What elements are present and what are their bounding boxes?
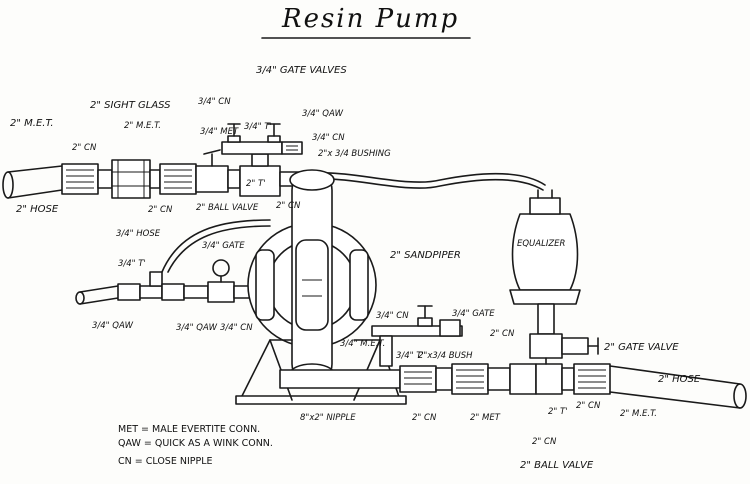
- tee-2-low: [535, 363, 563, 395]
- cn-2-mid: [487, 367, 511, 391]
- cn-34-left: [183, 285, 209, 299]
- label-nipple-8x2: 8"x2" NIPPLE: [300, 413, 356, 423]
- label-hose-2-right: 2" HOSE: [658, 374, 701, 385]
- label-cn-2-low3: 2" CN: [532, 437, 557, 447]
- label-equalizer: EQUALIZER: [517, 239, 566, 249]
- tee-34-left: [139, 285, 163, 299]
- label-t-34-left: 3/4" T': [118, 259, 146, 269]
- cn-nipple-3: [227, 169, 241, 189]
- label-qaw-34-a: 3/4" QAW: [92, 321, 134, 331]
- label-cn-2-low2: 2" CN: [576, 401, 601, 411]
- diagram-title: Resin Pump: [281, 4, 459, 34]
- cn-nipple-2: [149, 169, 161, 189]
- gate-valve-34-left[interactable]: [207, 259, 235, 303]
- label-met-34: 3/4" MET: [200, 127, 239, 137]
- left-2in-hose: [2, 165, 63, 199]
- label-met-34-low: 3/4" M.E.T.: [340, 339, 385, 349]
- legend-qaw: QAW = QUICK AS A WINK CONN.: [118, 438, 273, 449]
- label-bushing-low: 2"x3/4 BUSH: [418, 351, 473, 361]
- label-bushing-2x34: 2"x 3/4 BUSHING: [318, 149, 391, 159]
- label-ball-valve-2-low: 2" BALL VALVE: [520, 460, 594, 471]
- label-cn-2-a: 2" CN: [72, 143, 97, 153]
- legend-cn: CN = CLOSE NIPPLE: [118, 456, 213, 467]
- label-cn-34-right: 3/4" CN: [312, 133, 345, 143]
- sandpiper-pump: [247, 169, 377, 385]
- met-2-low: [451, 363, 489, 395]
- label-gate-34-left: 3/4" GATE: [202, 241, 245, 251]
- label-sight-glass: 2" SIGHT GLASS: [90, 100, 171, 111]
- tee-34-riser: [149, 271, 163, 287]
- label-hose-2-left: 2" HOSE: [16, 204, 59, 215]
- tee-equalizer: [529, 333, 563, 359]
- label-hose-34: 3/4" HOSE: [116, 229, 161, 239]
- tee-2in-top: [239, 153, 281, 197]
- ball-valve-2-low[interactable]: [509, 363, 537, 395]
- cn-2-end: [561, 367, 575, 391]
- met-coupling-low: [399, 365, 437, 393]
- right-2in-hose: [609, 365, 747, 409]
- gate-valve-assembly-low: [371, 305, 463, 367]
- cn-2-low: [435, 367, 453, 391]
- label-t-2-top: 2" T': [246, 179, 266, 189]
- label-gate-valve-2: 2" GATE VALVE: [604, 342, 679, 353]
- label-t-2-low: 2" T': [548, 407, 568, 417]
- label-gate-valves-34: 3/4" GATE VALVES: [256, 65, 347, 76]
- label-qaw-34-b: 3/4" QAW: [176, 323, 218, 333]
- label-cn-2-b: 2" CN: [148, 205, 173, 215]
- ball-valve-top[interactable]: [195, 149, 229, 193]
- label-met-2-mid: 2" M.E.T.: [124, 121, 161, 131]
- label-cn-34-left: 3/4" CN: [220, 323, 253, 333]
- met-2-right: [573, 363, 611, 395]
- equalizer: [509, 189, 581, 305]
- label-met-2-low: 2" MET: [470, 413, 501, 423]
- discharge-nipple-8x2: [279, 369, 401, 389]
- sight-glass: [111, 159, 151, 199]
- label-t-34-low: 3/4" T': [396, 351, 424, 361]
- legend: MET = MALE EVERTITE CONN. QAW = QUICK AS…: [118, 424, 273, 467]
- label-cn-2-right: 2" CN: [490, 329, 515, 339]
- label-cn-2-c: 2" CN: [276, 201, 301, 211]
- legend-met: MET = MALE EVERTITE CONN.: [118, 424, 260, 435]
- label-met-2-right: 2" M.E.T.: [620, 409, 657, 419]
- mid-met-coupling: [159, 163, 197, 195]
- label-met-2-left: 2" M.E.T.: [10, 118, 54, 129]
- label-t-34-top: 3/4" T': [244, 122, 272, 132]
- cn-nipple-left: [97, 169, 113, 189]
- left-34-hose: [75, 285, 119, 305]
- label-ball-valve-2-top: 2" BALL VALVE: [196, 203, 259, 213]
- equalizer-riser: [537, 303, 555, 335]
- qaw-connector-b: [161, 283, 185, 301]
- label-sandpiper: 2" SANDPIPER: [390, 250, 461, 261]
- label-gate-34-right: 3/4" GATE: [452, 309, 495, 319]
- label-qaw-34-top: 3/4" QAW: [302, 109, 344, 119]
- gate-valve-assembly-top: [221, 123, 303, 155]
- label-cn-2-low: 2" CN: [412, 413, 437, 423]
- label-cn-34-top: 3/4" CN: [198, 97, 231, 107]
- hose-34-line: [161, 172, 546, 273]
- left-met-coupling: [61, 163, 99, 195]
- qaw-connector-a: [117, 283, 141, 301]
- label-cn-34-low: 3/4" CN: [376, 311, 409, 321]
- gate-valve-2-right[interactable]: [561, 337, 599, 355]
